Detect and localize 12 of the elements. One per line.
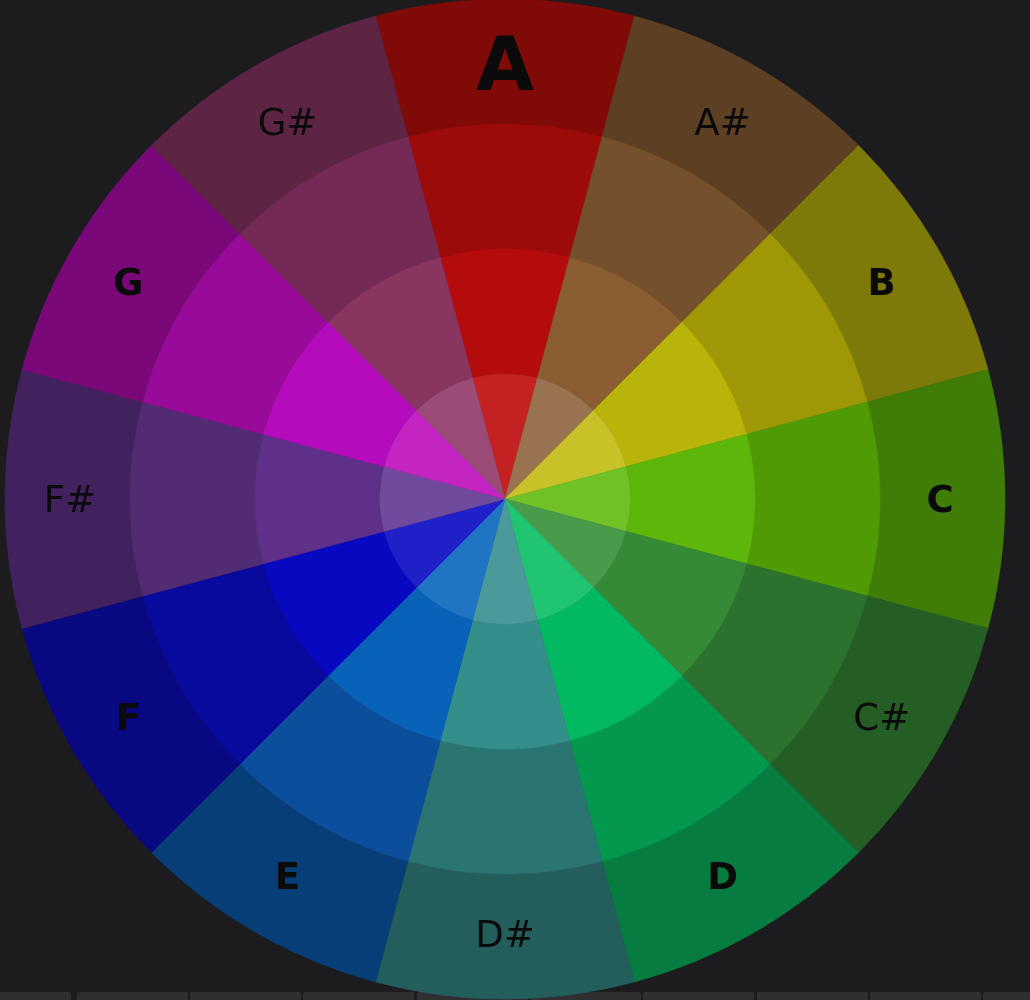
note-label: E [274, 857, 301, 895]
note-label: D [707, 857, 738, 895]
note-label: D# [475, 915, 535, 953]
note-label: G# [257, 103, 318, 141]
note-label: B [867, 263, 896, 300]
note-label: F# [43, 480, 97, 518]
note-label: G [113, 263, 144, 300]
note-label: C [926, 480, 954, 518]
note-label: F [115, 698, 141, 735]
note-label: A# [694, 103, 751, 141]
note-label: A [476, 26, 534, 102]
note-label: C# [853, 698, 911, 735]
